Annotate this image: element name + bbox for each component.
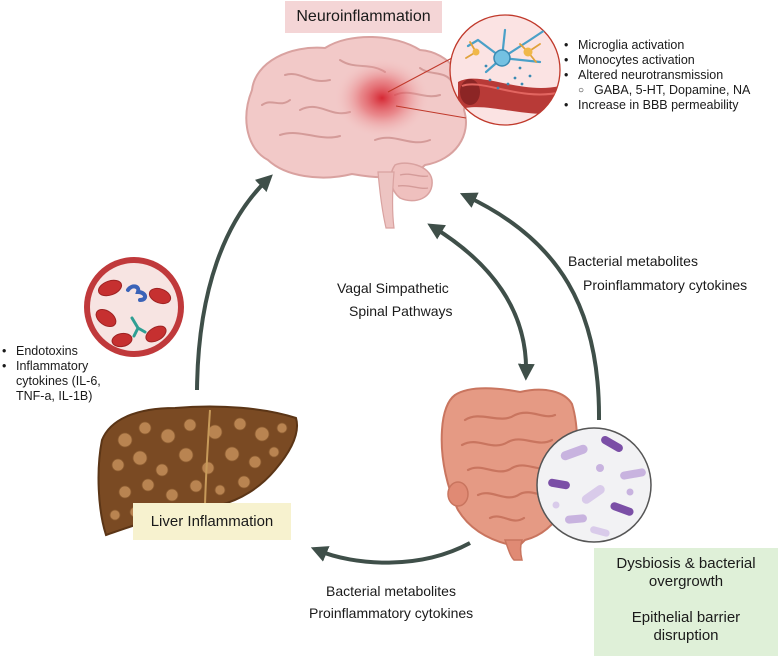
list-item: Microglia activation [562,38,777,53]
gut-to-liver-label-line2: Proinflammatory cytokines [309,605,474,621]
list-item: Endotoxins [0,344,110,359]
list-item: Monocytes activation [562,53,777,68]
dysbiosis-box: Dysbiosis & bacterial overgrowth Epithel… [594,548,778,656]
arrow-gut-to-brain [459,192,602,421]
arrow-gut-brain-bidirectional [427,223,535,381]
vagal-pathway-label-line2: Spinal Pathways [349,303,453,319]
brain-illustration [245,35,467,229]
vagal-pathway-label-line1: Vagal Simpathetic [337,280,449,296]
arrow-liver-to-brain [195,174,273,391]
gut-to-brain-label-line1: Bacterial metabolites [568,253,698,269]
barrier-line2: disruption [653,627,719,644]
liver-illustration [97,405,298,537]
dysbiosis-line1: Dysbiosis & bacterial [616,555,756,572]
neuron-inset [449,14,561,126]
list-subitem: GABA, 5-HT, Dopamine, NA [562,83,777,98]
liver-markers-list: Endotoxins Inflammatory cytokines (IL-6,… [0,344,110,404]
list-item: Altered neurotransmission [562,68,777,83]
neuroinflammation-title: Neuroinflammation [285,1,442,33]
blood-vessel-inset [84,257,184,357]
gut-to-brain-label-line2: Proinflammatory cytokines [583,277,748,293]
gut-to-liver-label-line1: Bacterial metabolites [326,583,456,599]
list-item-line: TNF-a, IL-1B) [16,389,93,403]
list-item: Inflammatory cytokines (IL-6, TNF-a, IL-… [0,359,110,404]
liver-inflammation-label: Liver Inflammation [133,503,291,540]
barrier-line1: Epithelial barrier [631,609,741,626]
list-item-line: cytokines (IL-6, [16,374,101,388]
brain-effects-list: Microglia activation Monocytes activatio… [562,38,777,113]
dysbiosis-line2: overgrowth [648,573,724,590]
list-item: Increase in BBB permeability [562,98,777,113]
bacteria-inset [536,427,652,543]
arrow-gut-to-liver [310,541,471,565]
list-item-line: Inflammatory [16,359,89,373]
